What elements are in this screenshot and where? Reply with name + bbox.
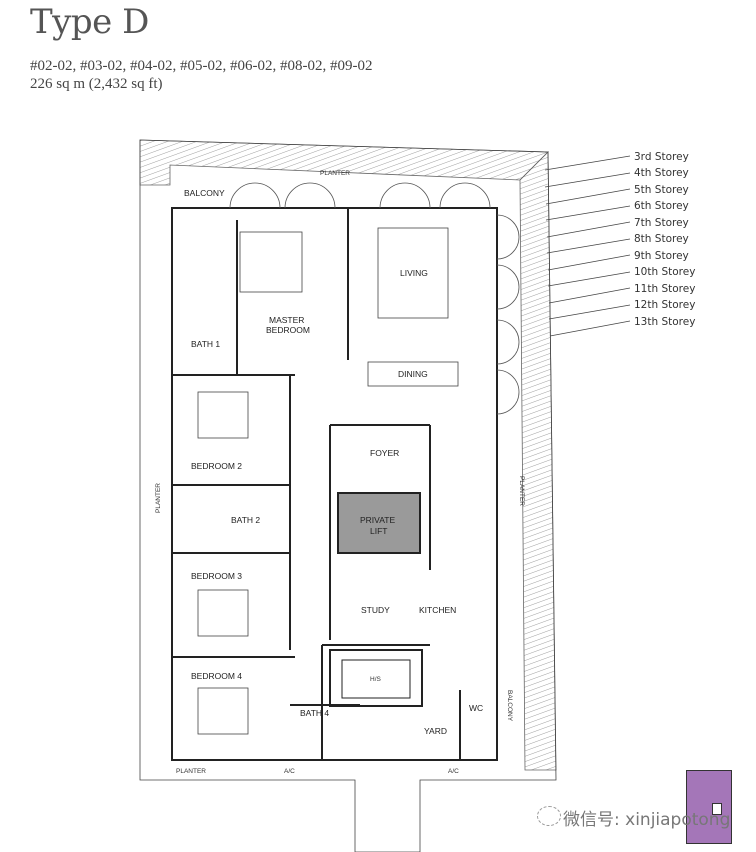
page-title: Type D xyxy=(30,2,149,42)
unit-numbers: #02-02, #03-02, #04-02, #05-02, #06-02, … xyxy=(30,58,373,74)
planter-top-hatch xyxy=(139,139,549,186)
label-planter-left: PLANTER xyxy=(155,483,162,513)
storey-label: 7th Storey xyxy=(634,217,689,229)
label-master-bedroom: MASTER xyxy=(269,315,304,325)
label-hs: H/S xyxy=(370,676,382,683)
label-dining: DINING xyxy=(398,369,428,379)
bed xyxy=(197,391,249,439)
bed xyxy=(197,687,249,735)
window-arcs xyxy=(229,182,520,415)
site-outline xyxy=(139,139,557,852)
storey-label: 5th Storey xyxy=(634,184,689,196)
label-private-lift: PRIVATE xyxy=(360,515,395,525)
label-bath-2: BATH 2 xyxy=(231,515,260,525)
household-shelter xyxy=(329,649,423,707)
label-yard: YARD xyxy=(424,726,447,736)
label-foyer: FOYER xyxy=(370,448,399,458)
planter-right-hatch xyxy=(519,151,557,771)
storey-label: 10th Storey xyxy=(634,266,695,278)
label-private-lift-2: LIFT xyxy=(370,526,387,536)
storey-label: 3rd Storey xyxy=(634,151,689,163)
label-planter-bottom: PLANTER xyxy=(176,768,206,775)
storey-label: 13th Storey xyxy=(634,316,695,328)
label-kitchen: KITCHEN xyxy=(419,605,456,615)
label-ac-right: A/C xyxy=(448,768,459,775)
living-sofa xyxy=(377,227,449,319)
label-bedroom-2: BEDROOM 2 xyxy=(191,461,242,471)
label-bath-4: BATH 4 xyxy=(300,708,329,718)
household-shelter-inner xyxy=(341,659,411,699)
key-plan-marker xyxy=(712,803,722,815)
bed xyxy=(197,589,249,637)
unit-area: 226 sq m (2,432 sq ft) xyxy=(30,76,163,92)
label-bedroom-3: BEDROOM 3 xyxy=(191,571,242,581)
storey-label: 12th Storey xyxy=(634,299,695,311)
storey-label: 9th Storey xyxy=(634,250,689,262)
storey-leaders xyxy=(544,155,631,337)
label-planter-top: PLANTER xyxy=(320,170,350,177)
storey-label: 11th Storey xyxy=(634,283,695,295)
watermark: 微信号: xinjiapotong xyxy=(535,805,730,830)
label-living: LIVING xyxy=(400,268,428,278)
dining-table xyxy=(367,361,459,387)
label-wc: WC xyxy=(469,703,483,713)
bed xyxy=(239,231,303,293)
label-planter-right: PLANTER xyxy=(518,476,525,506)
label-balcony: BALCONY xyxy=(184,188,225,198)
key-plan xyxy=(686,770,732,844)
storey-label: 4th Storey xyxy=(634,167,689,179)
watermark-text: 微信号: xinjiapotong xyxy=(563,810,731,830)
label-bath-1: BATH 1 xyxy=(191,339,220,349)
label-master-bedroom-2: BEDROOM xyxy=(266,325,310,335)
label-ac-left: A/C xyxy=(284,768,295,775)
storey-label: 6th Storey xyxy=(634,200,689,212)
private-lift xyxy=(337,492,421,554)
label-bedroom-4: BEDROOM 4 xyxy=(191,671,242,681)
wechat-icon xyxy=(537,806,561,826)
storey-label: 8th Storey xyxy=(634,233,689,245)
label-study: STUDY xyxy=(361,605,390,615)
label-balcony-right: BALCONY xyxy=(506,690,513,722)
